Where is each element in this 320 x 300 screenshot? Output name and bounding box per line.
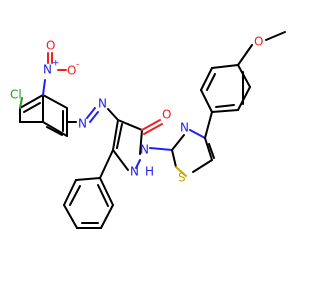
pyrazolone-ring <box>112 119 143 171</box>
n-thiazole-bond <box>149 147 173 151</box>
azo-n2-atom: N <box>98 97 107 111</box>
methoxyphenyl-ring <box>200 64 251 113</box>
cl-atom: Cl <box>10 88 22 102</box>
thiazole-aryl-bond <box>204 111 213 139</box>
pyrazole-n1-atom: N <box>140 143 149 157</box>
nitro-n-atom: N <box>43 63 52 77</box>
nitro-plus-charge: + <box>52 59 60 69</box>
nitro-o-top-atom: O <box>46 39 55 53</box>
nitro-o-right-atom: O <box>67 64 76 78</box>
azo-double-bond <box>89 111 99 123</box>
phenyl-ring <box>63 149 114 229</box>
chloronitrophenyl-ring <box>19 94 68 137</box>
azo-bond-2 <box>107 108 119 121</box>
molecule-structure: Cl N + O O - N N O N N H N S O <box>10 31 286 229</box>
methoxy-o-atom: O <box>254 35 263 49</box>
nitro-bond <box>42 79 46 96</box>
carbonyl-bond <box>141 119 161 131</box>
thiazole-n-atom: N <box>180 121 189 135</box>
azo-n1-atom: N <box>78 117 87 131</box>
pyrazole-h-atom: H <box>145 165 154 179</box>
carbonyl-o-atom: O <box>162 108 171 122</box>
pyrazole-nh-atom: N <box>130 165 139 179</box>
cl-bond <box>19 97 23 109</box>
thiazole-ring <box>171 129 215 177</box>
nitro-o-minus-charge: - <box>76 60 79 70</box>
thiazole-s-atom: S <box>178 171 186 185</box>
methyl-bond <box>265 31 286 41</box>
methoxy-bond <box>237 44 253 66</box>
